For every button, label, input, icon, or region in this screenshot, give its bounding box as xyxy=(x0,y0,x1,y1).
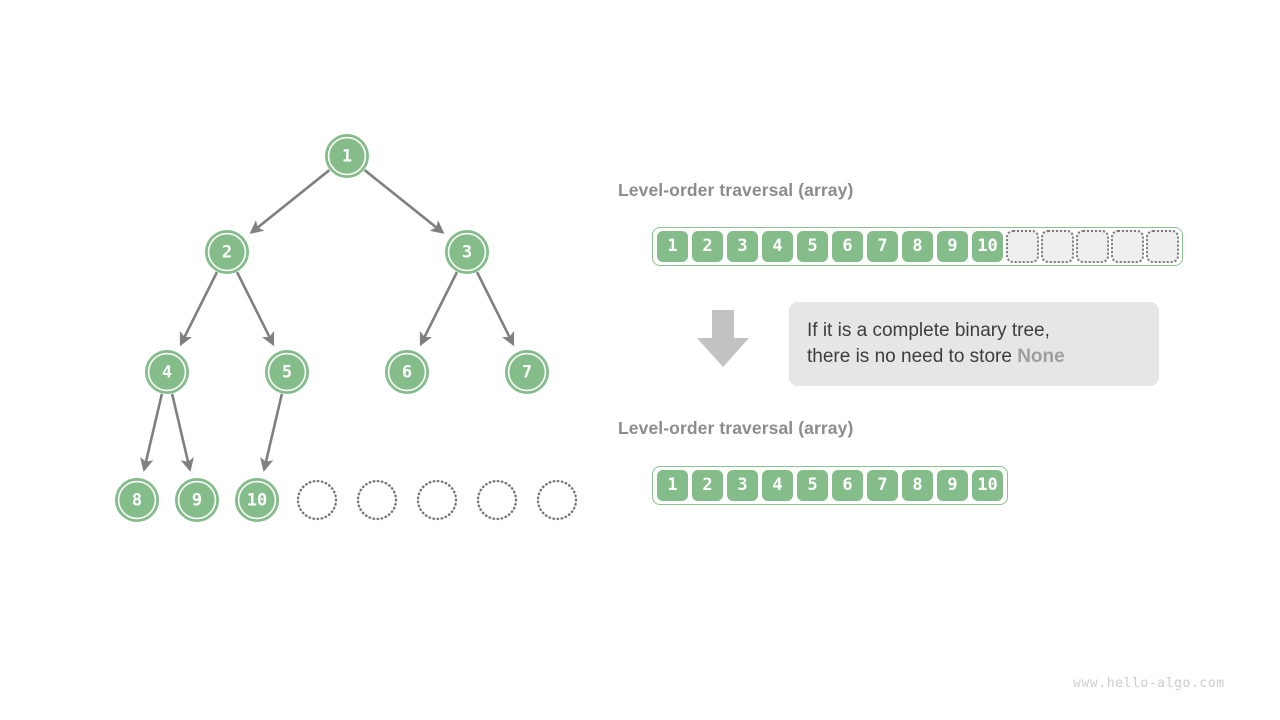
tree-node-label: 10 xyxy=(247,491,267,511)
array-cell[interactable]: 1 xyxy=(656,230,689,263)
tree-node-label: 8 xyxy=(132,491,142,511)
tree-node-placeholder-circle xyxy=(536,479,578,521)
tree-node-inner-ring xyxy=(327,136,367,176)
array-cell[interactable]: 2 xyxy=(691,469,724,502)
tree-node[interactable]: 6 xyxy=(385,350,429,394)
array-cell-empty[interactable] xyxy=(1111,230,1144,263)
tree-edge xyxy=(419,271,459,347)
tree-node-placeholder-circle xyxy=(296,479,338,521)
site-watermark: www.hello-algo.com xyxy=(1073,676,1225,691)
tree-node-label: 6 xyxy=(402,363,412,383)
tree-node-label: 2 xyxy=(222,243,232,263)
array-cell[interactable]: 4 xyxy=(761,230,794,263)
tree-node[interactable]: 9 xyxy=(175,478,219,522)
note-emphasis-none: None xyxy=(1017,346,1065,367)
tree-node[interactable]: 3 xyxy=(445,230,489,274)
array-cell[interactable]: 3 xyxy=(726,469,759,502)
tree-node[interactable]: 10 xyxy=(235,478,279,522)
tree-node[interactable]: 4 xyxy=(145,350,189,394)
tree-node-inner-ring xyxy=(207,232,247,272)
tree-node-inner-ring xyxy=(447,232,487,272)
array-cell[interactable]: 7 xyxy=(866,469,899,502)
array-cell[interactable]: 2 xyxy=(691,230,724,263)
array-cell-empty[interactable] xyxy=(1006,230,1039,263)
tree-node-outer-circle xyxy=(385,350,429,394)
tree-node-inner-ring xyxy=(267,352,307,392)
tree-node-label: 1 xyxy=(342,147,352,167)
tree-node-outer-circle xyxy=(145,350,189,394)
tree-node-inner-ring xyxy=(147,352,187,392)
array-cell[interactable]: 5 xyxy=(796,469,829,502)
tree-edge xyxy=(170,393,194,472)
tree-node-empty[interactable] xyxy=(536,479,578,521)
array-cell[interactable]: 6 xyxy=(831,230,864,263)
array-cell[interactable]: 8 xyxy=(901,469,934,502)
bottom-array-heading: Level-order traversal (array) xyxy=(618,418,854,438)
tree-edge xyxy=(235,271,275,347)
tree-node-group: 1 2 3 4 5 6 7 8 9 10 xyxy=(115,134,578,522)
tree-node-outer-circle xyxy=(205,230,249,274)
tree-node-empty[interactable] xyxy=(356,479,398,521)
tree-node-empty[interactable] xyxy=(416,479,458,521)
tree-node-inner-ring xyxy=(507,352,547,392)
tree-node-placeholder-circle xyxy=(356,479,398,521)
tree-node-inner-ring xyxy=(387,352,427,392)
array-cell-empty[interactable] xyxy=(1076,230,1109,263)
tree-node-outer-circle xyxy=(175,478,219,522)
binary-tree-graphic: 1 2 3 4 5 6 7 8 9 10 xyxy=(115,134,578,522)
array-cell[interactable]: 4 xyxy=(761,469,794,502)
array-cell[interactable]: 6 xyxy=(831,469,864,502)
tree-node-label: 3 xyxy=(462,243,472,263)
tree-node-outer-circle xyxy=(265,350,309,394)
down-arrow-icon xyxy=(697,310,749,367)
tree-edge xyxy=(179,271,219,347)
tree-edge xyxy=(475,271,515,347)
tree-node[interactable]: 2 xyxy=(205,230,249,274)
array-cell[interactable]: 9 xyxy=(936,230,969,263)
tree-edge xyxy=(140,393,164,472)
array-cell[interactable]: 9 xyxy=(936,469,969,502)
array-cell-empty[interactable] xyxy=(1041,230,1074,263)
top-array-heading: Level-order traversal (array) xyxy=(618,180,854,200)
array-cell-empty[interactable] xyxy=(1146,230,1179,263)
tree-node-placeholder-circle xyxy=(476,479,518,521)
tree-node-outer-circle xyxy=(115,478,159,522)
tree-node[interactable]: 5 xyxy=(265,350,309,394)
array-cell[interactable]: 3 xyxy=(726,230,759,263)
tree-node-empty[interactable] xyxy=(296,479,338,521)
tree-edge-group xyxy=(140,169,515,472)
tree-edge xyxy=(249,169,331,234)
tree-node-label: 4 xyxy=(162,363,172,383)
tree-node-placeholder-circle xyxy=(416,479,458,521)
note-line-2-prefix: there is no need to store xyxy=(807,346,1018,367)
tree-node-outer-circle xyxy=(235,478,279,522)
explanation-note-box: If it is a complete binary tree, there i… xyxy=(789,302,1159,386)
note-line-1: If it is a complete binary tree, xyxy=(807,320,1050,341)
tree-node-label: 9 xyxy=(192,491,202,511)
tree-node-label: 5 xyxy=(282,363,292,383)
tree-node[interactable]: 1 xyxy=(325,134,369,178)
tree-edge xyxy=(363,169,445,234)
tree-node-inner-ring xyxy=(237,480,277,520)
tree-node-inner-ring xyxy=(177,480,217,520)
array-cell[interactable]: 7 xyxy=(866,230,899,263)
tree-node-empty[interactable] xyxy=(476,479,518,521)
array-cell[interactable]: 1 xyxy=(656,469,689,502)
tree-node-outer-circle xyxy=(325,134,369,178)
array-cell[interactable]: 8 xyxy=(901,230,934,263)
tree-node[interactable]: 8 xyxy=(115,478,159,522)
array-cell[interactable]: 10 xyxy=(971,230,1004,263)
tree-edge xyxy=(260,393,284,472)
tree-node-label: 7 xyxy=(522,363,532,383)
tree-node-outer-circle xyxy=(445,230,489,274)
tree-node-outer-circle xyxy=(505,350,549,394)
note-line-2: there is no need to store None xyxy=(807,344,1141,370)
tree-node[interactable]: 7 xyxy=(505,350,549,394)
tree-node-inner-ring xyxy=(117,480,157,520)
array-cell[interactable]: 10 xyxy=(971,469,1004,502)
array-cell[interactable]: 5 xyxy=(796,230,829,263)
